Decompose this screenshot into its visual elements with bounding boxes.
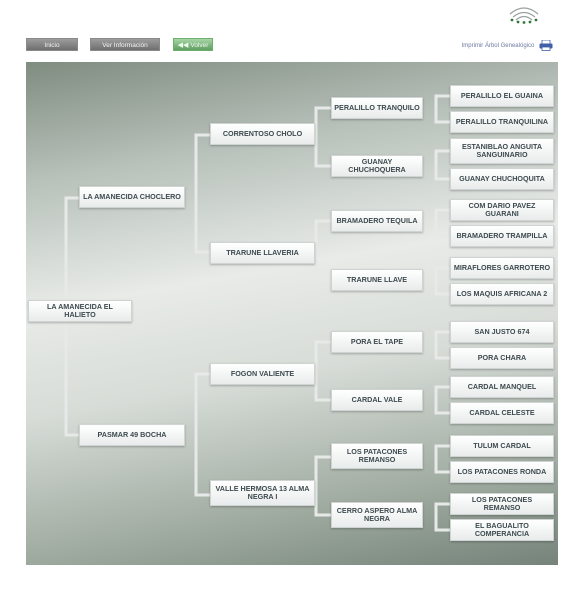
ver-informacion-button[interactable]: Ver Información [90,38,160,51]
pedigree-node-g3[interactable]: GUANAY CHUCHOQUERA [331,155,423,177]
pedigree-node-g3[interactable]: CERRO ASPERO ALMA NEGRA [331,502,423,528]
back-arrow-icon: ◀◀ [177,42,189,49]
pedigree-node-g4[interactable]: LOS MAQUIS AFRICANA 2 [450,283,554,305]
pedigree-node-g4[interactable]: PERALILLO TRANQUILINA [450,111,554,133]
pedigree-node-g3[interactable]: PERALILLO TRANQUILO [331,97,423,119]
pedigree-node-g4[interactable]: LOS PATACONES RONDA [450,461,554,483]
pedigree-node-g4[interactable]: PERALILLO EL GUAINA [450,85,554,107]
pedigree-node-g2[interactable]: TRARUNE LLAVERIA [210,242,315,264]
pedigree-node-g4[interactable]: CARDAL MANQUEL [450,376,554,398]
pedigree-node-g4[interactable]: TULUM CARDAL [450,435,554,457]
pedigree-node-g4[interactable]: SAN JUSTO 674 [450,321,554,343]
pedigree-node-g4[interactable]: ESTANIBLAO ANGUITA SANGUINARIO [450,138,554,164]
inicio-button[interactable]: Inicio [26,38,78,51]
pedigree-node-g3[interactable]: PORA EL TAPE [331,331,423,353]
pedigree-node-g3[interactable]: TRARUNE LLAVE [331,269,423,291]
logo [500,0,548,24]
pedigree-node-sire[interactable]: LA AMANECIDA CHOCLERO [79,186,185,208]
pedigree-node-g4[interactable]: COM DARIO PAVEZ GUARANI [450,199,554,221]
pedigree-panel: LA AMANECIDA EL HALIETO LA AMANECIDA CHO… [26,62,558,565]
print-tree-link[interactable]: Imprimir Árbol Genealógico [461,39,553,51]
pedigree-node-g4[interactable]: BRAMADERO TRAMPILLA [450,225,554,247]
pedigree-connectors [64,94,452,532]
pedigree-node-g4[interactable]: CARDAL CELESTE [450,402,554,424]
pedigree-node-g2[interactable]: CORRENTOSO CHOLO [210,123,315,145]
pedigree-node-root[interactable]: LA AMANECIDA EL HALIETO [28,300,132,322]
pedigree-node-g3[interactable]: CARDAL VALE [331,389,423,411]
pedigree-node-dam[interactable]: PASMAR 49 BOCHA [79,424,185,446]
pedigree-node-g4[interactable]: GUANAY CHUCHOQUITA [450,168,554,190]
pedigree-node-g3[interactable]: LOS PATACONES REMANSO [331,443,423,469]
printer-icon [539,39,553,51]
pedigree-node-g2[interactable]: VALLE HERMOSA 13 ALMA NEGRA I [210,480,315,506]
pedigree-node-g4[interactable]: PORA CHARA [450,347,554,369]
volver-label: Volver [190,42,209,49]
print-label: Imprimir Árbol Genealógico [461,43,535,50]
pedigree-node-g3[interactable]: BRAMADERO TEQUILA [331,210,423,232]
pedigree-node-g4[interactable]: EL BAGUALITO COMPERANCIA [450,519,554,541]
pedigree-node-g4[interactable]: MIRAFLORES GARROTERO [450,257,554,279]
pedigree-node-g4[interactable]: LOS PATACONES REMANSO [450,493,554,515]
volver-button[interactable]: ◀◀Volver [173,38,213,51]
pedigree-node-g2[interactable]: FOGON VALIENTE [210,363,315,385]
